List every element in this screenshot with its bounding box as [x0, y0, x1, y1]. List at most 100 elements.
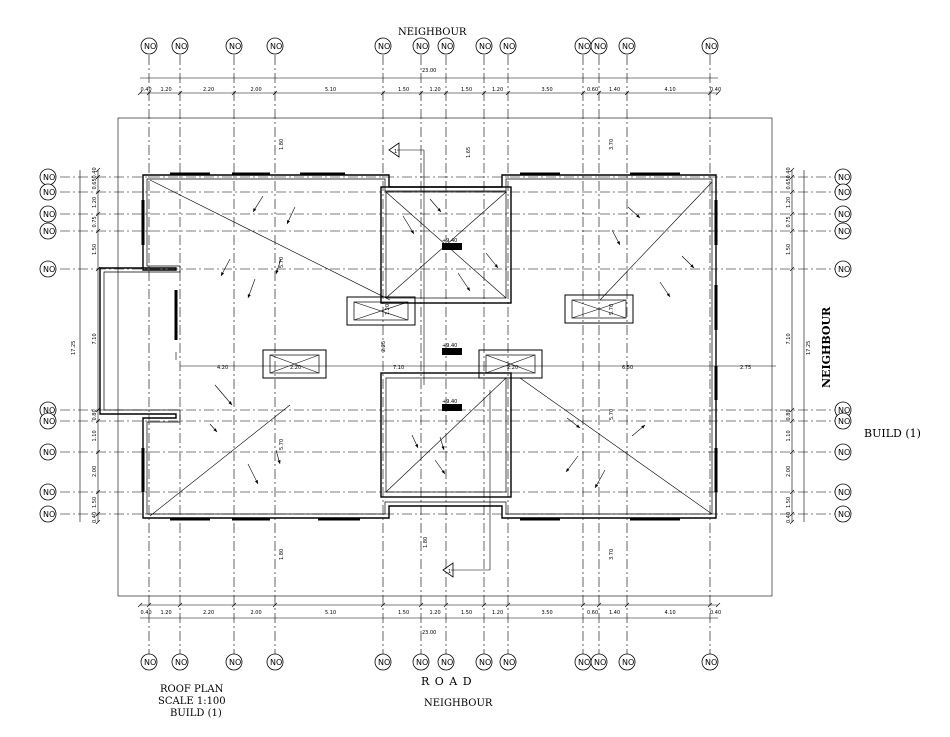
- grid-bubble: [140, 37, 158, 55]
- slope-arrowhead: [437, 208, 441, 212]
- neighbour-right-label: NEIGHBOUR: [820, 306, 833, 388]
- top-segment-dimension: 2.20: [203, 87, 214, 93]
- level-tag-box: [442, 404, 462, 411]
- skylight-cross: [571, 299, 627, 319]
- grid-bubble-label: NO: [838, 417, 850, 426]
- slope-arrowhead: [247, 294, 251, 298]
- grid-bubble: [834, 183, 852, 201]
- left-segment-dimension: 0.65: [92, 178, 98, 189]
- top-segment-dimension: 5.10: [325, 87, 336, 93]
- grid-bubble-label: NO: [270, 658, 282, 667]
- right-segment-dimension: 0.80: [786, 409, 792, 420]
- left-segment-dimension: 1.10: [92, 430, 98, 441]
- grid-bubble-label: NO: [43, 510, 55, 519]
- left-segment-dimension: 1.50: [92, 497, 98, 508]
- dimension-tick: [715, 602, 721, 608]
- dimension-tick: [481, 90, 487, 96]
- grid-bubble: [590, 653, 608, 671]
- interior-dimension: 1.65: [466, 147, 472, 158]
- courtyard-diagonal: [385, 377, 507, 493]
- bottom-segment-dimension: 1.40: [609, 610, 620, 616]
- skylight-cross: [269, 354, 320, 374]
- dimension-tick: [624, 602, 630, 608]
- grid-bubble: [834, 483, 852, 501]
- grid-bubble: [225, 653, 243, 671]
- interior-dimension: 6.50: [622, 365, 633, 371]
- grid-bubble: [412, 37, 430, 55]
- grid-bubble-label: NO: [838, 173, 850, 182]
- interior-dimension: 1.20: [385, 304, 391, 315]
- grid-bubble-label: NO: [144, 42, 156, 51]
- dimension-tick: [272, 602, 278, 608]
- grid-bubble: [39, 222, 57, 240]
- grid-bubble: [266, 37, 284, 55]
- section-marker-label: 1: [394, 149, 397, 155]
- dimension-tick: [789, 407, 795, 413]
- top-segment-dimension: 1.20: [430, 87, 441, 93]
- grid-bubble-label: NO: [175, 42, 187, 51]
- right-segment-dimension: 1.20: [786, 197, 792, 208]
- interior-dimension: 1.80: [423, 537, 429, 548]
- grid-bubble-label: NO: [705, 658, 717, 667]
- grid-bubble-label: NO: [43, 227, 55, 236]
- dimension-tick: [715, 90, 721, 96]
- interior-dimension: 4.20: [217, 365, 228, 371]
- left-segment-dimension: 0.75: [92, 216, 98, 227]
- grid-bubble: [39, 412, 57, 430]
- right-segment-dimension: 7.10: [786, 333, 792, 344]
- grid-bubble: [834, 443, 852, 461]
- grid-bubble: [701, 37, 719, 55]
- skylight-glass: [269, 354, 320, 374]
- dimension-tick: [624, 90, 630, 96]
- interior-dimension: 5.70: [609, 409, 615, 420]
- dimension-tick: [580, 602, 586, 608]
- dimension-tick: [95, 174, 101, 180]
- grid-bubble-label: NO: [43, 173, 55, 182]
- dimension-tick: [95, 418, 101, 424]
- drawing-linework: 11+9.40+9.40+9.40: [60, 55, 840, 655]
- skylight-frame: [346, 296, 416, 326]
- bottom-segment-dimension: 5.10: [325, 610, 336, 616]
- right-segment-dimension: 0.40: [786, 167, 792, 178]
- interior-dimension: 2.20: [290, 365, 301, 371]
- grid-bubble: [475, 653, 493, 671]
- grid-bubble: [171, 653, 189, 671]
- bottom-segment-dimension: 4.10: [665, 610, 676, 616]
- dimension-tick: [137, 90, 143, 96]
- grid-bubble-label: NO: [622, 42, 634, 51]
- level-tag-box: [442, 348, 462, 355]
- slope-arrowhead: [636, 214, 640, 218]
- grid-bubble: [499, 653, 517, 671]
- dimension-tick: [231, 602, 237, 608]
- slope-arrow: [214, 384, 233, 406]
- roof-slope-line: [599, 181, 713, 301]
- building-outline-outer: [99, 174, 717, 519]
- dimension-tick: [789, 266, 795, 272]
- slope-arrowhead: [253, 208, 257, 212]
- left-segment-dimension: 7.10: [92, 333, 98, 344]
- roof-slope-line: [149, 404, 291, 517]
- dimension-tick: [789, 489, 795, 495]
- roof-slope-line: [519, 377, 713, 515]
- dimension-tick: [505, 90, 511, 96]
- skylight-frame: [564, 294, 634, 324]
- grid-bubble: [618, 653, 636, 671]
- top-segment-dimension: 1.40: [609, 87, 620, 93]
- grid-bubble: [412, 653, 430, 671]
- grid-bubble-label: NO: [594, 42, 606, 51]
- level-tag: +9.40: [442, 343, 457, 349]
- grid-bubble-label: NO: [378, 658, 390, 667]
- dimension-tick: [146, 602, 152, 608]
- skylight-frame: [262, 349, 327, 379]
- dimension-tick: [789, 228, 795, 234]
- top-segment-dimension: 0.40: [710, 87, 721, 93]
- grid-bubble: [39, 443, 57, 461]
- dimension-tick: [95, 449, 101, 455]
- level-tag: +9.40: [442, 399, 457, 405]
- skylight-glass: [353, 301, 409, 321]
- grid-bubble: [39, 183, 57, 201]
- skylight-glass: [571, 299, 627, 319]
- dimension-tick: [95, 511, 101, 517]
- grid-bubble: [475, 37, 493, 55]
- title-roof-plan: ROOF PLAN: [160, 684, 224, 695]
